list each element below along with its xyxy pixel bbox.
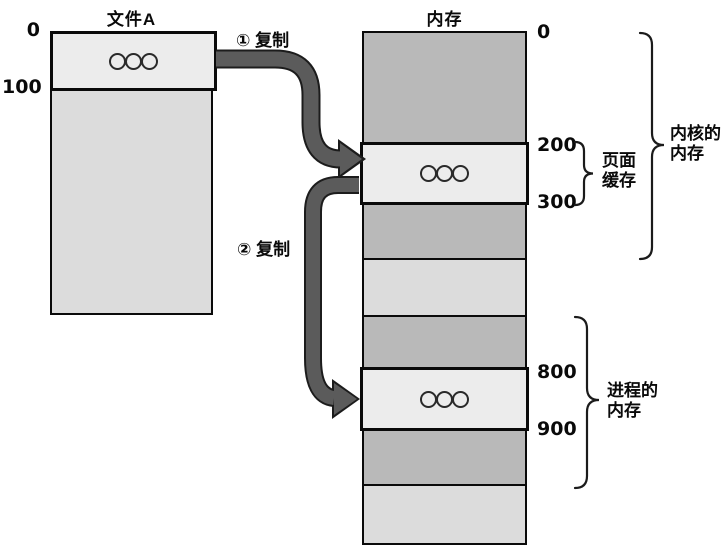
file-page-block [50,31,217,91]
memory-tick-900: 900 [537,418,577,440]
three-circles-icon [420,165,469,182]
copy-arrow-1 [216,49,366,179]
file-title: 文件A [106,10,157,29]
block-divider [362,258,527,260]
memory-column [360,31,529,545]
memory-block-dark-2 [362,202,527,259]
memory-block-light-1 [362,259,527,316]
copy-step-1-label: ① 复制 [236,31,290,50]
memory-block-light-2 [362,485,527,545]
file-box [50,31,217,315]
kernel-memory-label: 内核的 内存 [670,124,721,163]
memory-tick-800: 800 [537,361,577,383]
process-memory-label: 进程的 内存 [607,381,658,420]
memory-tick-200: 200 [537,134,577,156]
process-memory-brace [573,315,600,490]
memory-block-dark-1 [362,31,527,145]
memory-tick-300: 300 [537,191,577,213]
kernel-memory-brace [638,31,665,261]
memory-block-dark-4 [362,428,527,485]
page-cache-label: 页面 缓存 [602,151,636,190]
file-tick-0: 0 [26,19,40,41]
copy-step-2-label: ② 复制 [237,240,291,259]
three-circles-icon [109,52,158,70]
memory-block-dark-3 [362,316,527,370]
block-divider [362,484,527,486]
process-page-block [360,367,529,431]
memory-tick-0: 0 [537,21,551,43]
page-cache-block [360,142,529,205]
copy-arrow-2 [304,176,360,419]
block-divider [362,315,527,317]
file-tick-100: 100 [2,76,42,98]
memory-title: 内存 [426,10,463,29]
page-cache-brace [573,140,594,207]
three-circles-icon [420,390,469,408]
